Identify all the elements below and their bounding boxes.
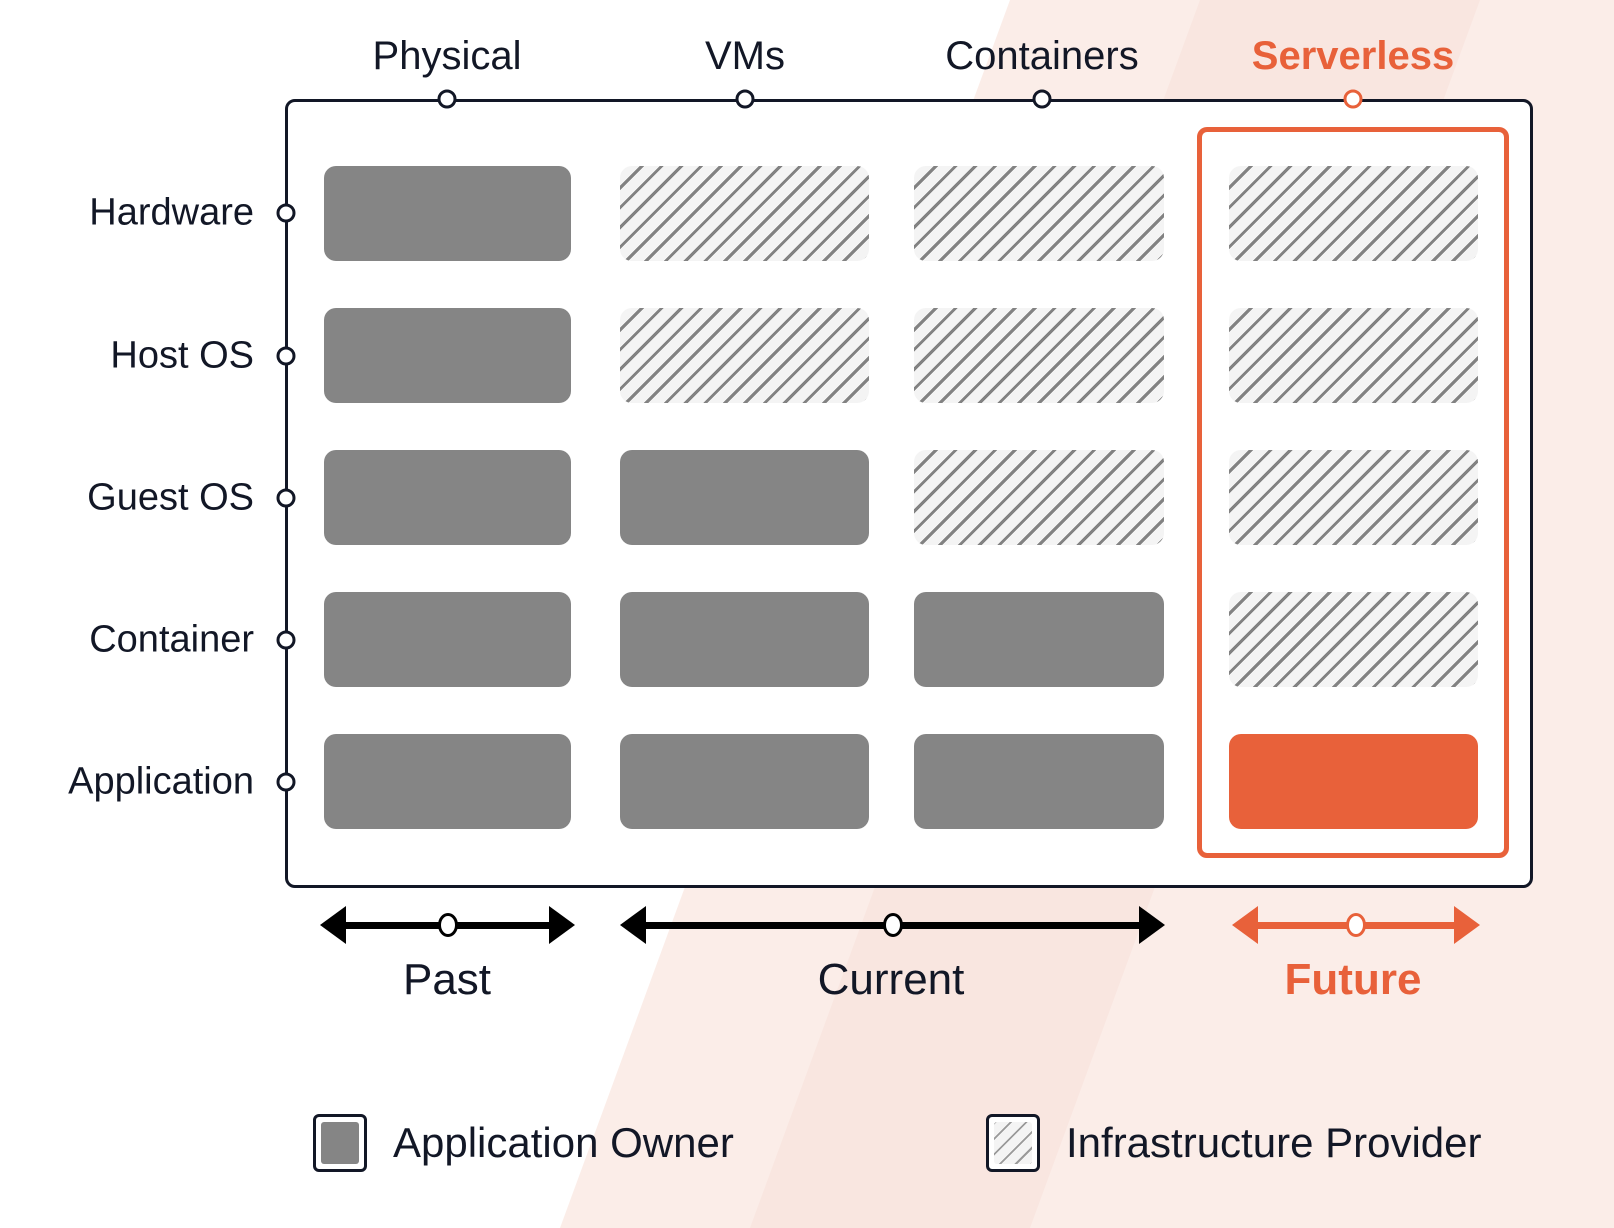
cell-hardware-serverless bbox=[1229, 166, 1478, 261]
legend-item-application-owner: Application Owner bbox=[313, 1114, 734, 1172]
cell-hardware-vms bbox=[620, 166, 869, 261]
cell-hardware-physical bbox=[324, 166, 571, 261]
timeline-midpoint-node-icon bbox=[882, 913, 903, 937]
timeline-current bbox=[620, 903, 1165, 947]
node-row-application-icon bbox=[276, 772, 296, 792]
cell-host-os-serverless bbox=[1229, 308, 1478, 403]
node-row-host-os-icon bbox=[276, 346, 296, 366]
node-column-containers-icon bbox=[1032, 89, 1052, 109]
column-header-serverless: Serverless bbox=[1251, 34, 1455, 78]
timeline-future bbox=[1232, 903, 1480, 947]
arrow-head-right-icon bbox=[1139, 906, 1165, 944]
cell-application-containers bbox=[914, 734, 1164, 829]
legend-label-application-owner: Application Owner bbox=[393, 1119, 734, 1166]
legend-label-infrastructure-provider: Infrastructure Provider bbox=[1066, 1119, 1482, 1166]
row-label-host-os: Host OS bbox=[110, 334, 254, 377]
node-column-vms-icon bbox=[735, 89, 755, 109]
timeline-past bbox=[320, 903, 575, 947]
era-label-current: Current bbox=[817, 955, 965, 1004]
column-header-physical: Physical bbox=[372, 34, 522, 78]
legend: Application Owner Infrastructure Provide… bbox=[0, 1100, 1614, 1190]
era-label-past: Past bbox=[402, 955, 492, 1004]
cell-host-os-physical bbox=[324, 308, 571, 403]
node-column-physical-icon bbox=[437, 89, 457, 109]
row-label-container: Container bbox=[89, 618, 254, 661]
legend-swatch-infrastructure-provider-icon bbox=[986, 1114, 1040, 1172]
cell-host-os-vms bbox=[620, 308, 869, 403]
cell-guest-os-physical bbox=[324, 450, 571, 545]
cell-container-physical bbox=[324, 592, 571, 687]
cell-guest-os-vms bbox=[620, 450, 869, 545]
legend-item-infrastructure-provider: Infrastructure Provider bbox=[986, 1114, 1482, 1172]
legend-swatch-application-owner-icon bbox=[313, 1114, 367, 1172]
cell-container-vms bbox=[620, 592, 869, 687]
cell-application-physical bbox=[324, 734, 571, 829]
cell-guest-os-serverless bbox=[1229, 450, 1478, 545]
cell-host-os-containers bbox=[914, 308, 1164, 403]
cell-application-vms bbox=[620, 734, 869, 829]
arrow-head-right-icon bbox=[549, 906, 575, 944]
cell-guest-os-containers bbox=[914, 450, 1164, 545]
node-row-hardware-icon bbox=[276, 203, 296, 223]
timeline-midpoint-node-icon bbox=[1346, 913, 1366, 937]
node-row-container-icon bbox=[276, 630, 296, 650]
era-label-future: Future bbox=[1284, 955, 1422, 1004]
row-label-hardware: Hardware bbox=[89, 191, 254, 234]
cell-hardware-containers bbox=[914, 166, 1164, 261]
row-label-application: Application bbox=[68, 760, 254, 803]
row-label-guest-os: Guest OS bbox=[87, 476, 254, 519]
cell-container-serverless bbox=[1229, 592, 1478, 687]
node-row-guest-os-icon bbox=[276, 488, 296, 508]
cell-application-serverless bbox=[1229, 734, 1478, 829]
timeline-midpoint-node-icon bbox=[437, 913, 458, 937]
arrow-head-right-icon bbox=[1454, 906, 1480, 944]
node-column-serverless-icon bbox=[1343, 89, 1363, 109]
cell-container-containers bbox=[914, 592, 1164, 687]
